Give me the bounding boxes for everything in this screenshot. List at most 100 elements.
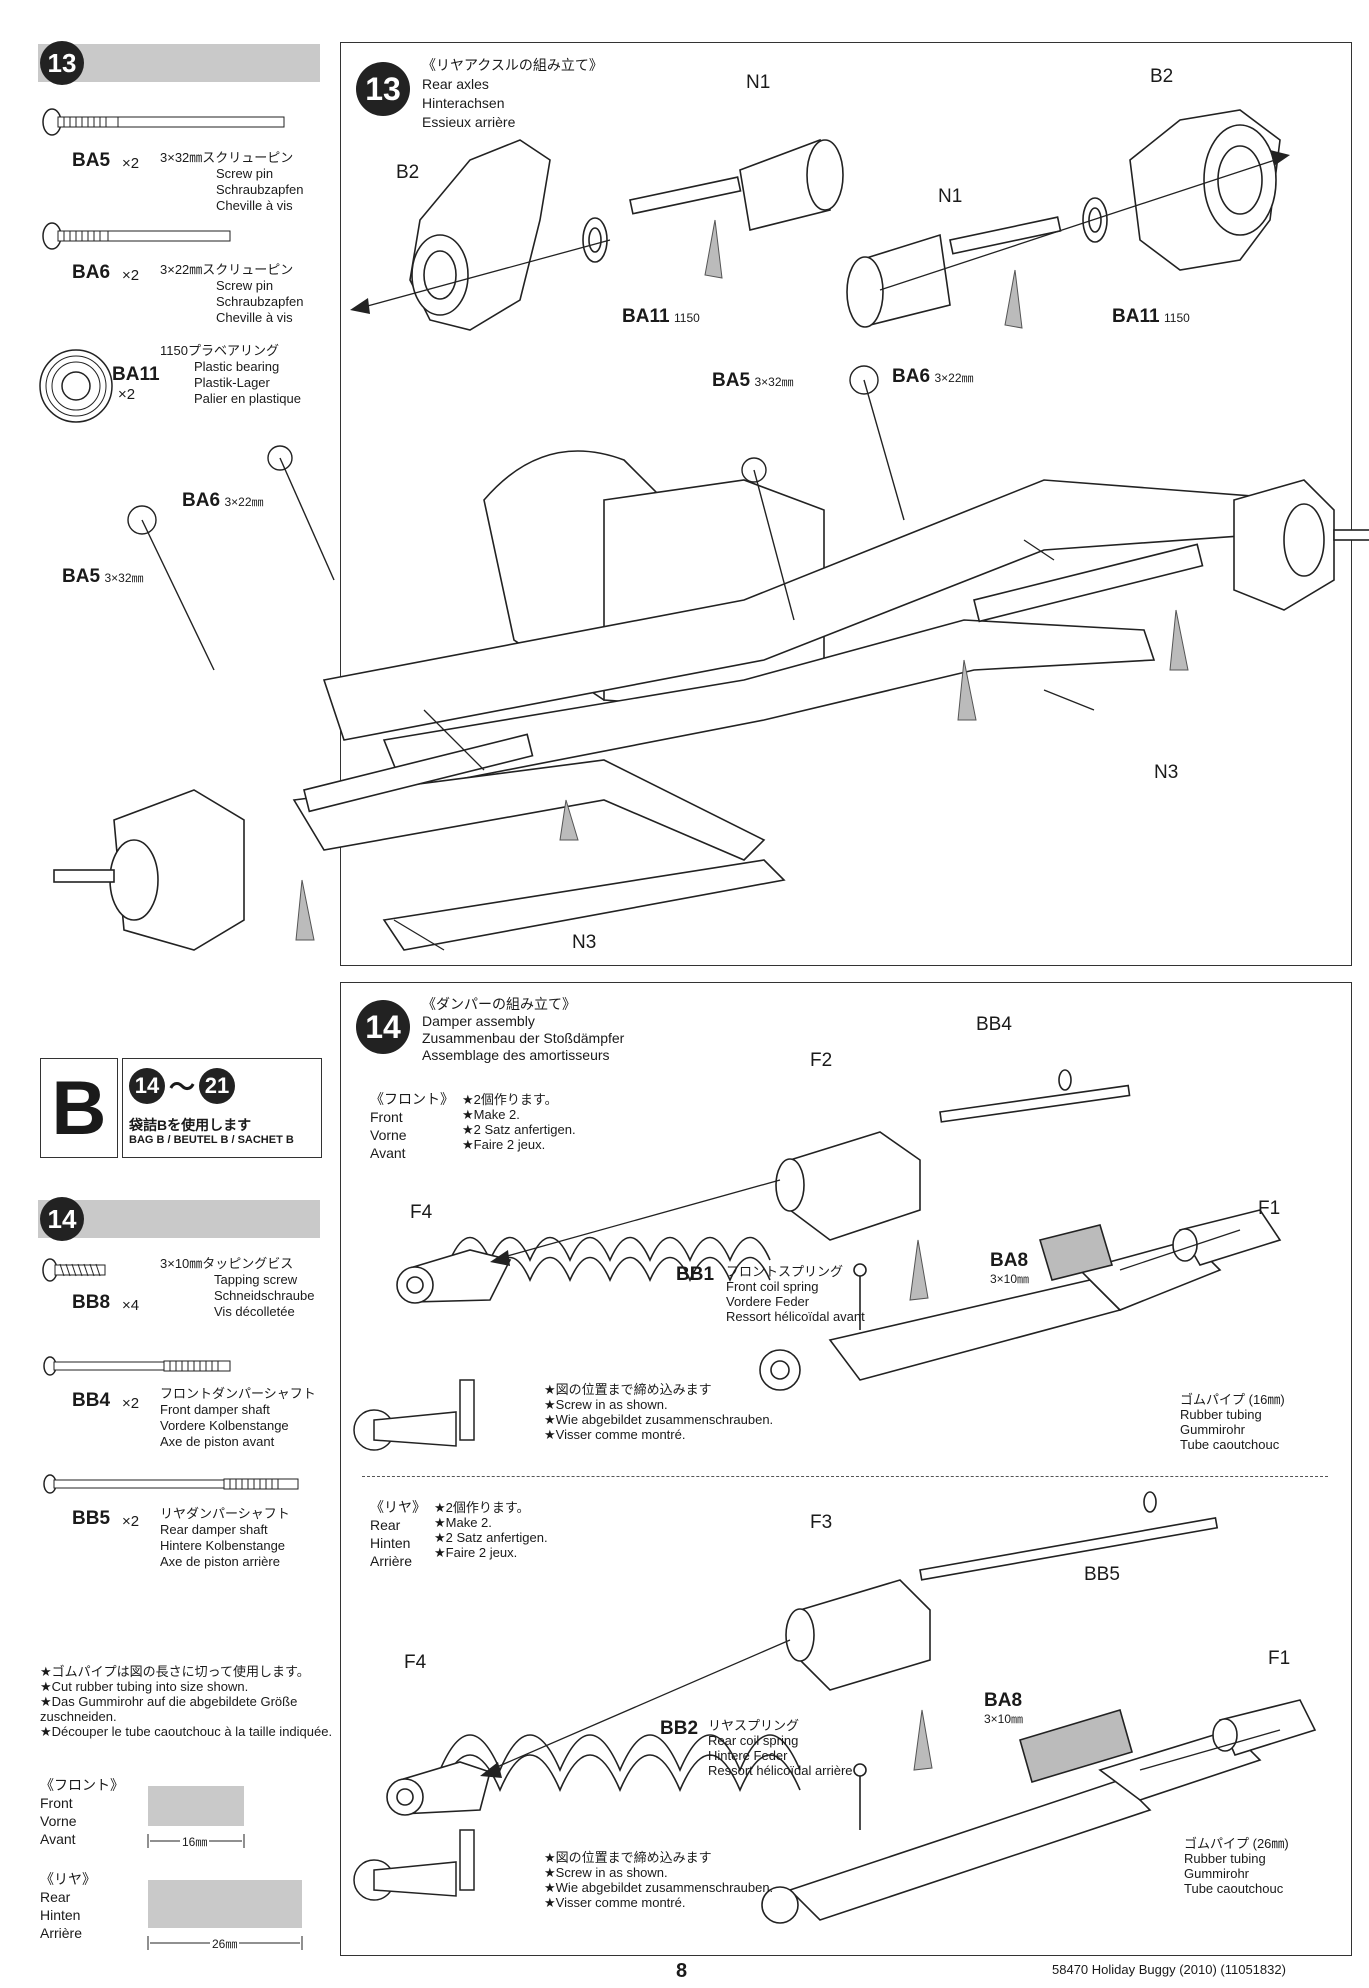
bag-b-box: B 14 ～ 21 袋詰Bを使用します BAG B / BEUTEL B / S… — [40, 1058, 322, 1158]
part-fr: Cheville à vis — [216, 310, 293, 325]
step13-title: 《リヤアクスルの組み立て》 Rear axles Hinterachsen Es… — [422, 56, 603, 132]
screw-pin-icon — [42, 222, 231, 250]
tapping-screw-icon — [42, 1258, 106, 1282]
label-de: Hinten — [40, 1907, 81, 1923]
label-ba6: BA6 3×22㎜ — [892, 366, 974, 388]
part-en: Tapping screw — [214, 1272, 298, 1287]
code: BA5 — [62, 566, 101, 587]
tube-fr: Tube caoutchouc — [1184, 1881, 1284, 1896]
front-damper-label: 《フロント》 Front Vorne Avant — [370, 1090, 454, 1162]
part-desc-bb8: 3×10㎜タッピングビス Tapping screw Schneidschrau… — [160, 1256, 314, 1320]
title-en: Rear axles — [422, 76, 489, 92]
label-f4: F4 — [410, 1202, 433, 1223]
part-code-ba6: BA6 — [72, 262, 111, 283]
bag-jp: 袋詰Bを使用します — [129, 1117, 252, 1133]
part-jp: リヤダンパーシャフト — [160, 1506, 290, 1521]
rear-tube-length: 26㎜ — [210, 1937, 240, 1951]
label-f2: F2 — [810, 1050, 833, 1071]
label-ba5: BA5 3×32㎜ — [712, 370, 794, 392]
part-qty-ba6: ×2 — [122, 267, 140, 284]
note-de: ★Das Gummirohr auf die abgebildete Größe… — [40, 1694, 298, 1724]
title-de: Hinterachsen — [422, 95, 505, 111]
code: BB1 — [676, 1264, 715, 1285]
part-desc-ba11: 1150プラベアリング Plastic bearing Plastik-Lage… — [160, 343, 301, 407]
title-fr: Essieux arrière — [422, 114, 516, 130]
divider — [362, 1476, 1328, 1477]
bearing-icon — [39, 349, 113, 423]
num: 1150 — [1163, 311, 1190, 325]
code: BA11 — [622, 306, 670, 327]
label-en: Front — [370, 1109, 403, 1125]
label-n3: N3 — [1154, 762, 1179, 783]
part-de: Vordere Kolbenstange — [160, 1418, 289, 1433]
part-en: Front damper shaft — [160, 1402, 270, 1417]
tube-fr: Tube caoutchouc — [1180, 1437, 1280, 1452]
front-make-note: ★2個作ります。 ★Make 2. ★2 Satz anfertigen. ★F… — [462, 1092, 576, 1152]
label-de: Vorne — [40, 1813, 77, 1829]
note-fr: ★Découper le tube caoutchouc à la taille… — [40, 1724, 333, 1739]
part-jp: 3×22㎜スクリューピン — [160, 262, 294, 277]
step14-panel — [340, 982, 1352, 1956]
note-fr: ★Faire 2 jeux. — [462, 1137, 546, 1152]
step13-panel — [340, 42, 1352, 966]
step14-number-badge: 14 — [40, 1197, 84, 1241]
rear-tube-label-14: ゴムパイプ (26㎜) Rubber tubing Gummirohr Tube… — [1184, 1836, 1289, 1896]
label-bb5: BB5 — [1084, 1564, 1120, 1585]
step14-panel-badge: 14 — [356, 1000, 410, 1054]
note-de: ★Wie abgebildet zusammenschrauben. — [544, 1412, 774, 1427]
part-code-bb8: BB8 — [72, 1292, 111, 1313]
tube-de: Gummirohr — [1184, 1866, 1250, 1881]
note-en: ★Make 2. — [434, 1515, 492, 1530]
note-jp: ★2個作ります。 — [434, 1500, 530, 1515]
code: BA6 — [182, 490, 221, 511]
front-spring-label: BB1 フロントスプリング Front coil spring Vordere … — [676, 1264, 865, 1324]
label-de: Hinten — [370, 1535, 411, 1551]
part-code-ba5: BA5 — [72, 150, 111, 171]
label-b2: B2 — [396, 162, 420, 183]
label-f1: F1 — [1268, 1648, 1291, 1669]
label-n1: N1 — [746, 72, 771, 93]
size: 3×32㎜ — [754, 375, 794, 389]
label-ba5: BA5 3×32㎜ — [62, 566, 144, 588]
part-fr: Vis décolletée — [214, 1304, 295, 1319]
rear-make-note: ★2個作ります。 ★Make 2. ★2 Satz anfertigen. ★F… — [434, 1500, 548, 1560]
size: 3×22㎜ — [934, 371, 974, 385]
part-de: Plastik-Lager — [194, 375, 270, 390]
part-code-ba11: BA11 — [112, 364, 160, 385]
label-ba11: BA11 1150 — [622, 306, 700, 328]
part-en: Screw pin — [216, 278, 274, 293]
part-desc-ba5: 3×32㎜スクリューピン Screw pin Schraubzapfen Che… — [160, 150, 303, 214]
rear-tube-template — [148, 1880, 302, 1928]
code: BA8 — [984, 1690, 1023, 1711]
rear-chassis-diagram — [53, 365, 1369, 951]
title-en: Damper assembly — [422, 1013, 535, 1029]
part-de: Schraubzapfen — [216, 182, 304, 197]
tube-de: Gummirohr — [1180, 1422, 1246, 1437]
bag-letter-box: B — [40, 1058, 118, 1158]
bag-info-box: 14 ～ 21 袋詰Bを使用します BAG B / BEUTEL B / SAC… — [122, 1058, 322, 1158]
code: BB2 — [660, 1718, 699, 1739]
title-de: Zusammenbau der Stoßdämpfer — [422, 1030, 625, 1046]
front-ba8-label: BA8 3×10㎜ — [990, 1250, 1029, 1286]
part-desc-bb4: フロントダンパーシャフト Front damper shaft Vordere … — [160, 1386, 316, 1450]
code: BA8 — [990, 1250, 1029, 1271]
part-qty-bb4: ×2 — [122, 1395, 140, 1412]
note-en: ★Screw in as shown. — [544, 1397, 668, 1412]
screw-pin-icon — [42, 108, 285, 136]
spring-jp: リヤスプリング — [708, 1718, 800, 1733]
cut-tubing-note: ★ゴムパイプは図の長さに切って使用します。 ★Cut rubber tubing… — [40, 1664, 334, 1739]
note-jp: ★2個作ります。 — [462, 1092, 558, 1107]
spring-en: Rear coil spring — [708, 1733, 799, 1748]
front-tube-length: 16㎜ — [180, 1835, 210, 1849]
rear-ba8-label: BA8 3×10㎜ — [984, 1690, 1023, 1726]
label-f4: F4 — [404, 1652, 427, 1673]
step13-number-badge: 13 — [40, 41, 84, 85]
note-fr: ★Visser comme montré. — [544, 1427, 686, 1442]
front-tube-template — [148, 1786, 244, 1826]
title-jp: 《リヤアクスルの組み立て》 — [422, 57, 603, 73]
part-en: Plastic bearing — [194, 359, 280, 374]
part-fr: Cheville à vis — [216, 198, 293, 213]
part-de: Schneidschraube — [214, 1288, 315, 1303]
part-de: Hintere Kolbenstange — [160, 1538, 286, 1553]
num: 1150 — [673, 311, 700, 325]
